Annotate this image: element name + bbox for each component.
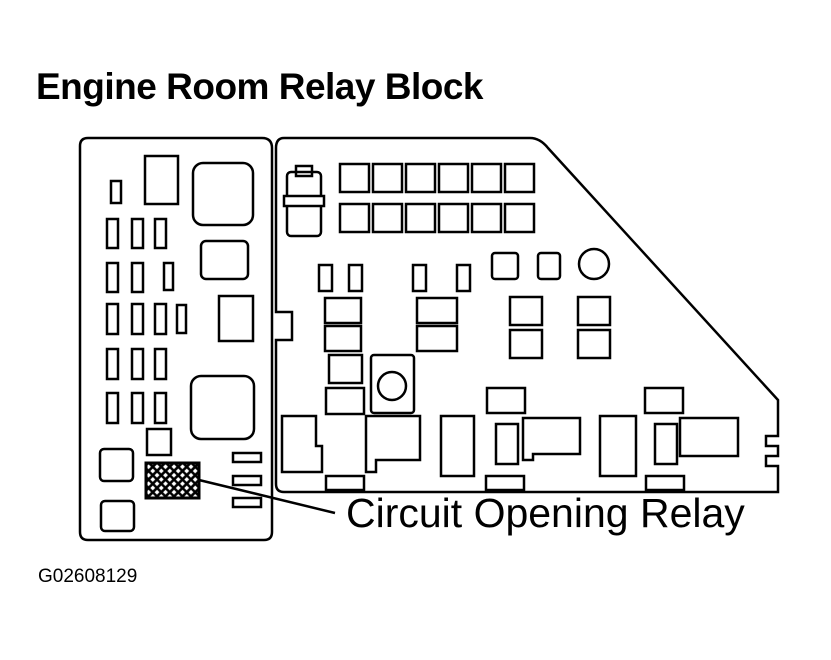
relay	[369, 353, 416, 415]
fuse	[105, 261, 120, 294]
fuse	[503, 202, 536, 234]
relay	[327, 353, 364, 385]
fuse	[404, 202, 437, 234]
relay	[653, 422, 679, 466]
fuse	[437, 162, 470, 194]
relay	[536, 251, 562, 281]
fuse	[109, 179, 123, 205]
fuse	[371, 202, 404, 234]
fuse	[153, 302, 168, 336]
relay-block	[598, 414, 638, 478]
relay	[415, 296, 459, 325]
fuse-holder-cap	[294, 164, 314, 178]
relay	[485, 386, 527, 415]
fuse	[317, 263, 334, 293]
fuse	[470, 162, 503, 194]
relay	[415, 324, 459, 353]
circuit-opening-relay	[144, 461, 201, 500]
fuse	[411, 263, 428, 293]
connector-circle	[376, 370, 408, 402]
fuse	[437, 202, 470, 234]
relay-block	[678, 416, 740, 458]
relay	[644, 474, 686, 492]
fuse	[175, 303, 188, 335]
fuse	[503, 162, 536, 194]
relay	[576, 328, 612, 360]
fuse	[470, 202, 503, 234]
fuse	[105, 217, 120, 250]
fuse	[130, 347, 145, 381]
fuse	[455, 263, 472, 293]
fuse	[231, 496, 263, 509]
relay	[494, 422, 520, 466]
relay	[576, 295, 612, 327]
left-panel-outline	[78, 136, 274, 542]
fuse	[130, 391, 145, 425]
fuse	[105, 391, 120, 425]
fuse	[130, 302, 145, 336]
fuse	[105, 347, 120, 381]
fuse	[347, 263, 364, 293]
fuse	[153, 217, 168, 250]
relay	[508, 328, 544, 360]
relay-block	[439, 414, 476, 478]
fuse	[371, 162, 404, 194]
connector-circle	[577, 247, 611, 281]
relay	[643, 386, 685, 415]
fuse	[153, 347, 168, 381]
fuse	[404, 162, 437, 194]
relay	[490, 251, 520, 281]
relay	[189, 374, 256, 441]
relay	[143, 154, 180, 206]
relay	[191, 161, 255, 227]
relay	[508, 295, 544, 327]
fuse-holder-band	[282, 194, 326, 208]
callout-leader-line	[198, 478, 336, 515]
relay	[323, 324, 363, 353]
figure-id: G02608129	[38, 566, 138, 587]
relay	[99, 499, 136, 533]
right-relay-block	[274, 136, 780, 494]
relay	[145, 427, 173, 457]
fuse	[338, 202, 371, 234]
relay	[98, 447, 135, 483]
left-fuse-panel	[78, 136, 274, 542]
relay	[217, 294, 255, 343]
relay-block	[521, 416, 582, 462]
fuse	[231, 474, 263, 487]
relay-block	[364, 414, 422, 474]
relay	[324, 386, 366, 416]
relay	[199, 239, 250, 281]
diagram-title: Engine Room Relay Block	[36, 66, 484, 107]
fuse	[153, 391, 168, 425]
fuse	[231, 451, 263, 464]
fuse	[130, 261, 145, 294]
fuse	[105, 302, 120, 336]
right-block-outline	[274, 136, 780, 494]
fuse	[130, 217, 145, 250]
relay-block	[280, 414, 324, 474]
relay	[484, 474, 526, 492]
relay	[324, 474, 366, 492]
fuse	[338, 162, 371, 194]
fuse	[162, 261, 175, 292]
relay	[323, 296, 363, 325]
circuit-opening-relay-label: Circuit Opening Relay	[346, 490, 745, 536]
